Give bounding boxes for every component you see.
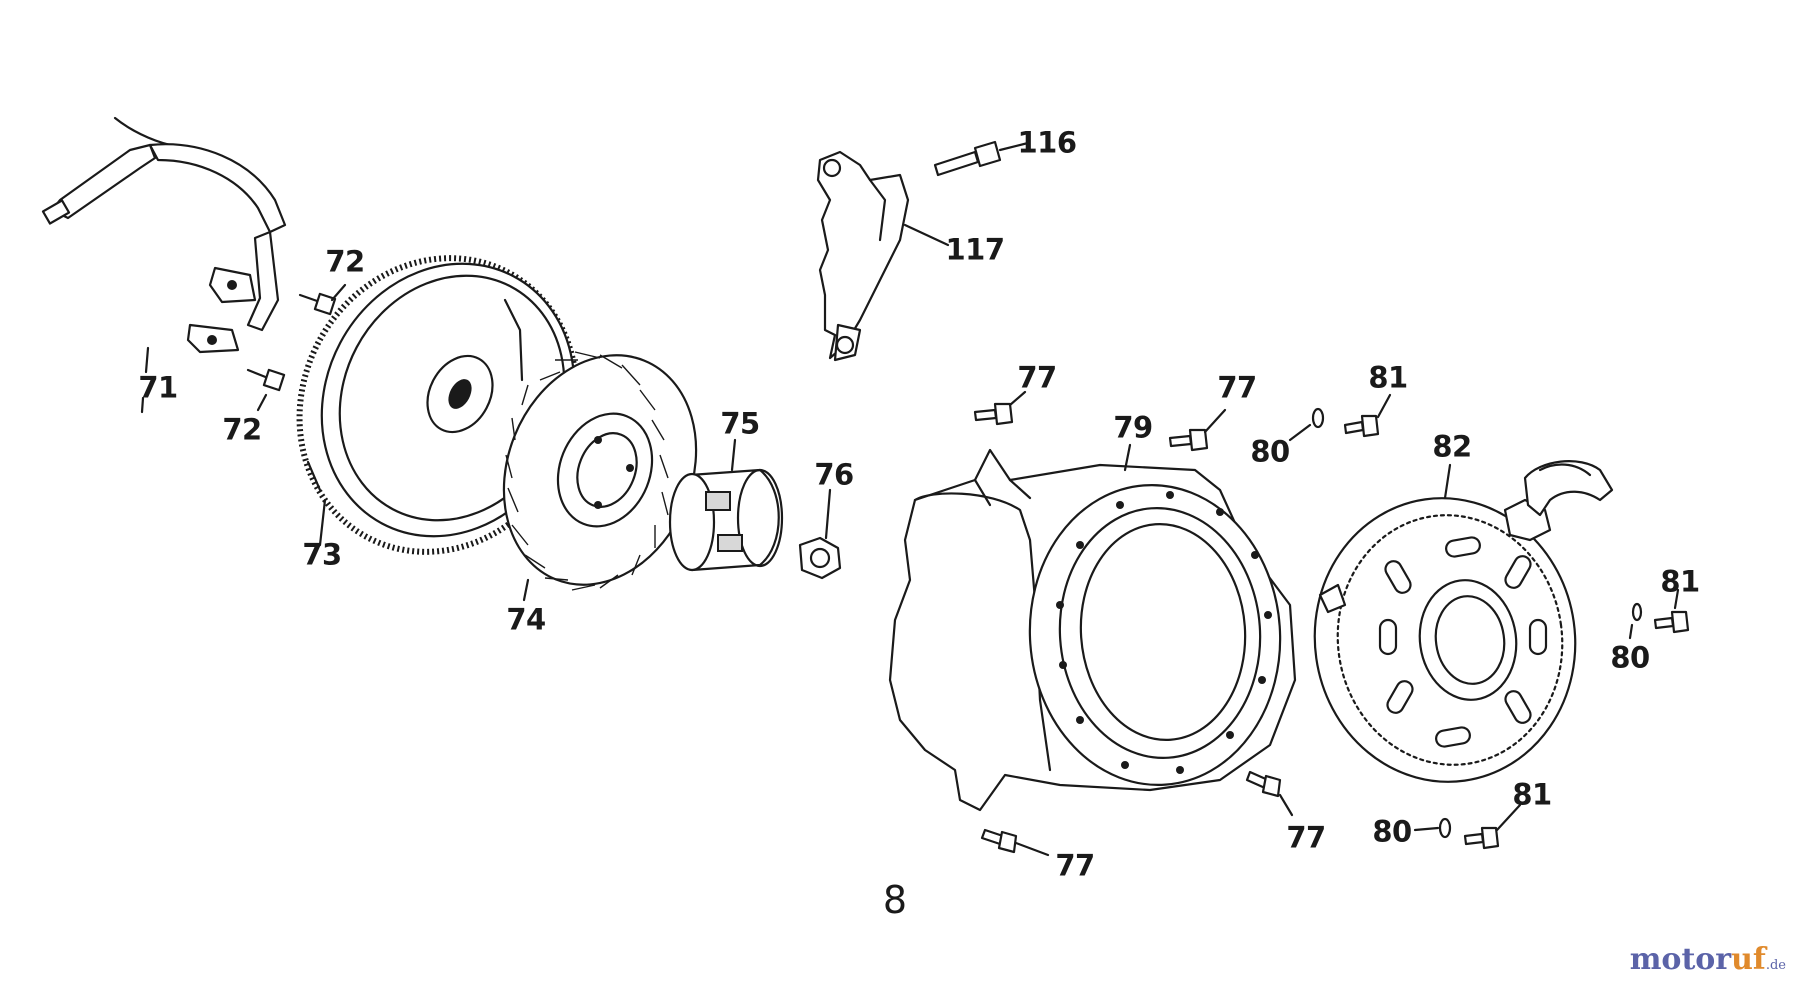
label-part-77-upper-left: 77: [1017, 360, 1057, 395]
watermark-brand-suffix: .de: [1765, 958, 1786, 973]
recoil-starter-part: [1313, 460, 1614, 783]
washer-80-lower: [1413, 817, 1452, 839]
label-part-71: 71: [138, 370, 178, 405]
label-part-72-upper: 72: [325, 244, 365, 279]
label-part-116: 116: [1017, 125, 1077, 160]
label-part-72-lower: 72: [222, 412, 262, 447]
bolt-77-lower-left: [980, 828, 1050, 857]
motoruf-watermark: motoruf.de: [1630, 945, 1786, 975]
label-part-75: 75: [720, 406, 760, 441]
watermark-brand-accent: uf: [1731, 942, 1766, 977]
label-part-81-right: 81: [1660, 564, 1700, 599]
cooling-fan-part: [502, 351, 698, 602]
bolt-77-upper-left: [973, 390, 1027, 426]
bolt-81-upper: [1343, 393, 1392, 438]
blower-housing-part: [888, 443, 1297, 812]
label-part-81-lower: 81: [1512, 777, 1552, 812]
label-part-117: 117: [945, 232, 1005, 267]
bolt-72-upper: [298, 283, 347, 316]
bolt-72-lower: [246, 368, 286, 412]
washer-80-upper: [1288, 407, 1325, 442]
bolt-81-lower: [1463, 803, 1522, 850]
label-part-74: 74: [506, 602, 546, 637]
watermark-brand-main: motor: [1629, 942, 1732, 977]
ignition-coil-part: [41, 116, 287, 414]
leader-lines: [306, 460, 322, 492]
bolt-77-upper-right: [1168, 408, 1227, 452]
shroud-bracket-part: [816, 150, 950, 362]
label-part-81-upper: 81: [1368, 360, 1408, 395]
label-part-77-lower-left: 77: [1055, 848, 1095, 883]
label-part-80-upper: 80: [1250, 434, 1290, 469]
label-part-73: 73: [302, 537, 342, 572]
label-part-80-right: 80: [1610, 640, 1650, 675]
label-part-79: 79: [1113, 410, 1153, 445]
starter-cup-part: [668, 438, 784, 572]
label-part-82: 82: [1432, 429, 1472, 464]
label-part-77-lower-right: 77: [1286, 820, 1326, 855]
bolt-77-lower-right: [1245, 770, 1294, 817]
flywheel-nut-part: [798, 488, 842, 580]
label-part-77-upper-right: 77: [1217, 370, 1257, 405]
label-part-76: 76: [814, 457, 854, 492]
bolt-81-right: [1653, 588, 1690, 634]
washer-80-right: [1628, 602, 1643, 640]
label-part-80-lower: 80: [1372, 814, 1412, 849]
bolt-116-part: [933, 140, 1030, 177]
page-number: 8: [882, 878, 908, 922]
